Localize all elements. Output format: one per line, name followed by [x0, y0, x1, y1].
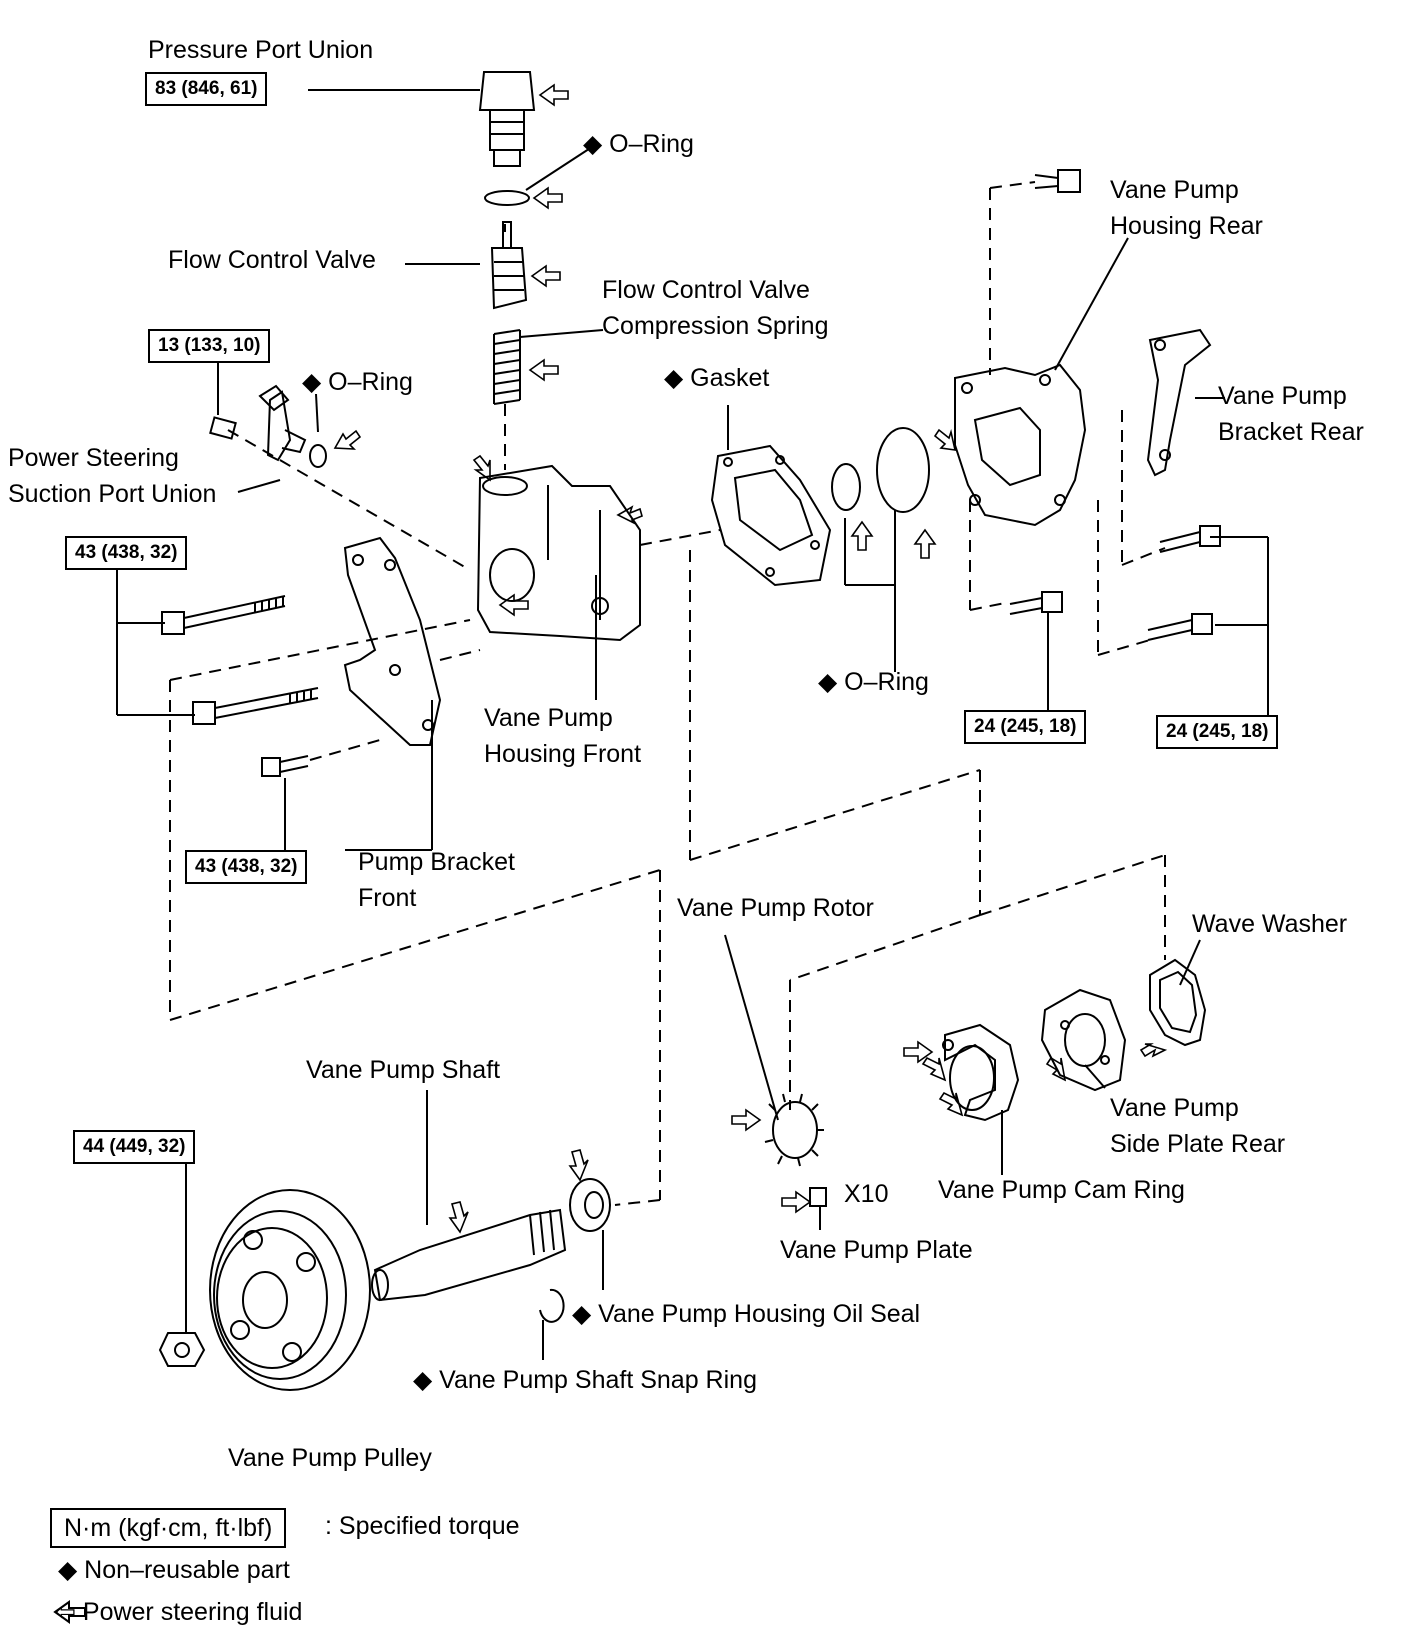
rear-bolts-part — [1009, 169, 1221, 641]
label-cam-ring: Vane Pump Cam Ring — [938, 1176, 1185, 1204]
label-shaft: Vane Pump Shaft — [306, 1056, 501, 1084]
label-housing-rear-line2: Housing Rear — [1110, 212, 1263, 240]
legend-non-reusable: ◆ Non–reusable part — [58, 1556, 290, 1584]
torque-rear-mid: 24 (245, 18) — [964, 710, 1087, 744]
suction-port-union-part — [209, 384, 327, 468]
label-snap-ring: ◆ Vane Pump Shaft Snap Ring — [413, 1366, 757, 1394]
housing-front-part — [476, 464, 641, 642]
label-side-plate-rear-line1: Vane Pump — [1110, 1094, 1239, 1122]
label-pressure-port-union: Pressure Port Union — [148, 36, 374, 64]
label-ps-suction-line2: Suction Port Union — [8, 480, 217, 508]
label-pulley: Vane Pump Pulley — [228, 1444, 432, 1472]
gasket-part — [710, 444, 832, 587]
torque-pressure-port: 83 (846, 61) — [145, 72, 268, 106]
pulley-part — [209, 1189, 371, 1391]
label-fcv-spring-line2: Compression Spring — [602, 312, 829, 340]
label-flow-control-valve: Flow Control Valve — [168, 246, 376, 274]
rotor-part — [764, 1093, 824, 1167]
label-gasket: ◆ Gasket — [664, 364, 770, 392]
label-housing-front-line2: Housing Front — [484, 740, 642, 768]
label-o-ring-rear: ◆ O–Ring — [818, 668, 929, 696]
label-ps-suction-line1: Power Steering — [8, 444, 179, 472]
torque-bolt-lower: 43 (438, 32) — [185, 850, 308, 884]
label-bracket-rear-line2: Bracket Rear — [1218, 418, 1364, 446]
legend-fluid-arrow-icon — [53, 1600, 86, 1624]
legend-torque-desc: : Specified torque — [325, 1512, 520, 1540]
label-o-ring-top: ◆ O–Ring — [583, 130, 694, 158]
torque-pulley-nut: 44 (449, 32) — [73, 1130, 196, 1164]
label-pump-bracket-front-line2: Front — [358, 884, 417, 912]
oil-seal-part — [569, 1178, 611, 1232]
flow-control-valve-part — [490, 221, 528, 310]
pump-bracket-front-part — [343, 536, 442, 746]
assembly-dashed-lines — [169, 181, 1166, 1206]
torque-suction-union: 13 (133, 10) — [148, 329, 271, 363]
side-plate-rear-part — [1040, 988, 1127, 1092]
shaft-part — [371, 1208, 567, 1302]
label-wave-washer: Wave Washer — [1192, 910, 1348, 938]
leader-lines — [116, 89, 1269, 1360]
label-x10: X10 — [844, 1180, 889, 1208]
label-side-plate-rear-line2: Side Plate Rear — [1110, 1130, 1286, 1158]
housing-rear-part — [954, 363, 1087, 527]
label-plate: Vane Pump Plate — [780, 1236, 973, 1264]
pulley-nut-part — [158, 1332, 206, 1367]
pressure-port-union-part — [478, 71, 536, 206]
label-bracket-rear-line1: Vane Pump — [1218, 382, 1347, 410]
fluid-arrows — [333, 83, 1168, 1234]
wave-washer-part — [1149, 958, 1207, 1047]
label-oil-seal: ◆ Vane Pump Housing Oil Seal — [572, 1300, 921, 1328]
front-bolts-part — [161, 595, 319, 777]
plate-part — [809, 1187, 827, 1207]
compression-spring-part — [493, 329, 521, 405]
torque-bolt-upper-left: 43 (438, 32) — [65, 536, 188, 570]
torque-rear-right: 24 (245, 18) — [1156, 715, 1279, 749]
legend-torque-unit-box: N·m (kgf·cm, ft·lbf) — [50, 1508, 287, 1548]
label-housing-rear-line1: Vane Pump — [1110, 176, 1239, 204]
cam-ring-part — [942, 1023, 1020, 1122]
snap-ring-part — [539, 1288, 565, 1323]
o-rings-rear-part — [831, 427, 930, 513]
bracket-rear-part — [1146, 328, 1212, 477]
legend-fluid: ⇦ Power steering fluid — [55, 1598, 303, 1626]
label-o-ring-suction: ◆ O–Ring — [302, 368, 413, 396]
label-pump-bracket-front-line1: Pump Bracket — [358, 848, 516, 876]
label-fcv-spring-line1: Flow Control Valve — [602, 276, 810, 304]
label-rotor: Vane Pump Rotor — [677, 894, 874, 922]
label-housing-front-line1: Vane Pump — [484, 704, 613, 732]
